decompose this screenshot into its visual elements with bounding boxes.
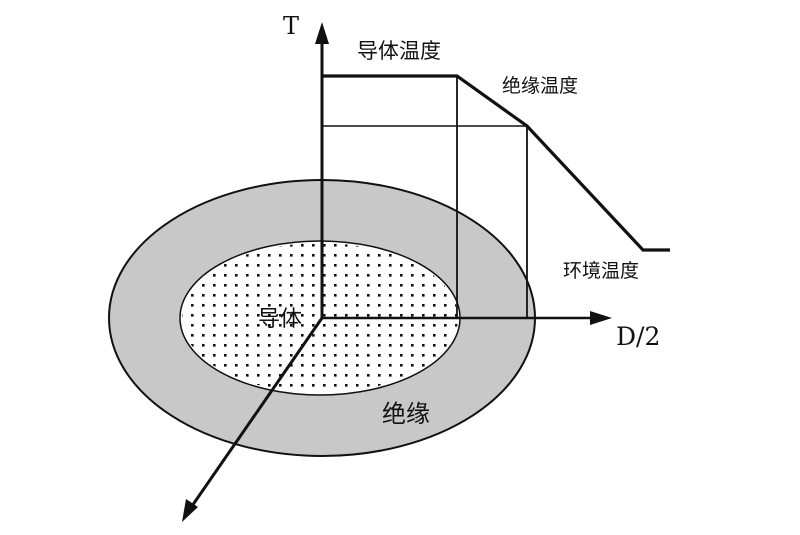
depth-axis <box>190 317 324 507</box>
temperature-profile <box>322 74 670 252</box>
conductor-temperature-label: 导体温度 <box>357 39 441 63</box>
t-axis-arrow <box>315 22 329 44</box>
depth-axis-arrow <box>182 499 198 522</box>
ambient-temperature-label: 环境温度 <box>563 260 639 282</box>
d-axis-label: D/2 <box>616 322 660 351</box>
conductor-dots <box>182 243 458 393</box>
insulation-label: 绝缘 <box>382 400 430 428</box>
conductor-label: 导体 <box>258 307 302 332</box>
insulation-temperature-label: 绝缘温度 <box>502 75 578 97</box>
t-axis-label: T <box>283 12 299 40</box>
d-axis-arrow <box>590 311 612 325</box>
